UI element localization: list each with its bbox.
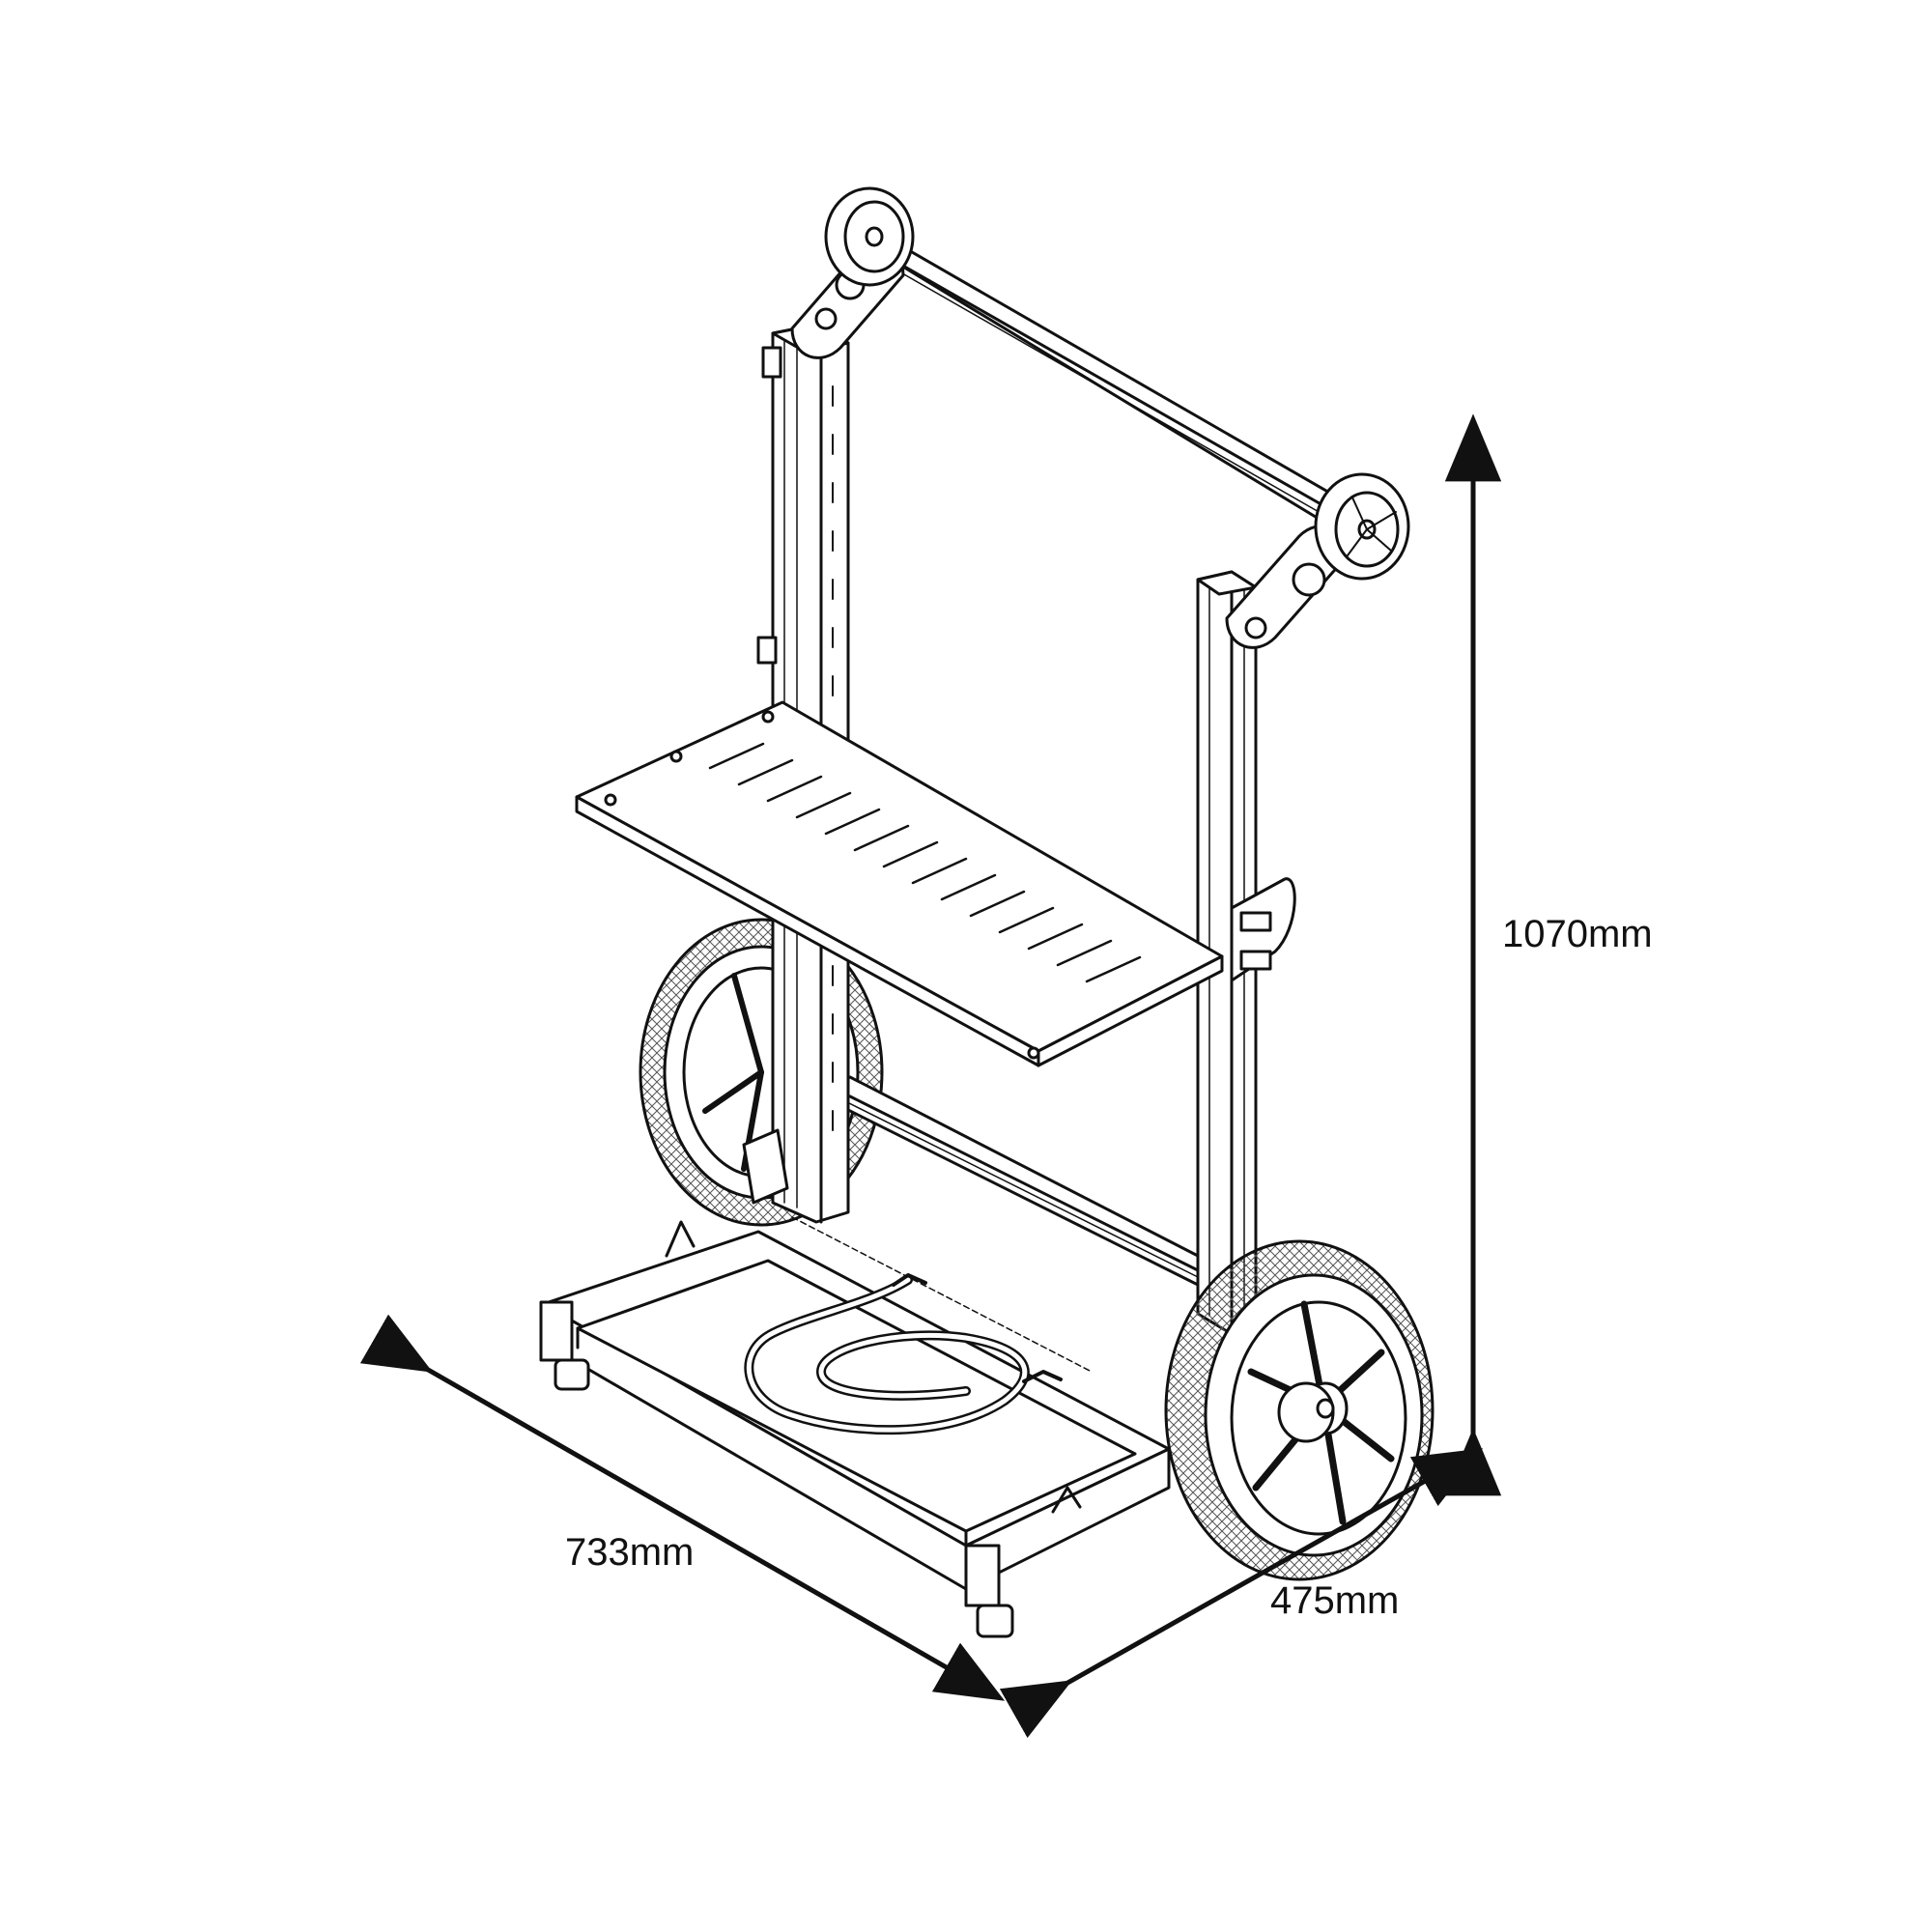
lower-crossbar	[829, 1075, 1200, 1287]
shelf	[575, 700, 1224, 1067]
front-wheel	[1164, 1239, 1435, 1581]
length-dimension-line	[359, 1314, 1006, 1701]
side-bracket	[1230, 877, 1296, 982]
cart-illustration	[539, 186, 1435, 1638]
height-label: 1070mm	[1502, 913, 1653, 955]
spool-bar	[790, 186, 1410, 649]
width-dimension-line	[999, 1448, 1484, 1739]
length-label: 733mm	[565, 1531, 694, 1574]
dimension-lines	[359, 413, 1502, 1739]
width-label: 475mm	[1270, 1579, 1399, 1622]
